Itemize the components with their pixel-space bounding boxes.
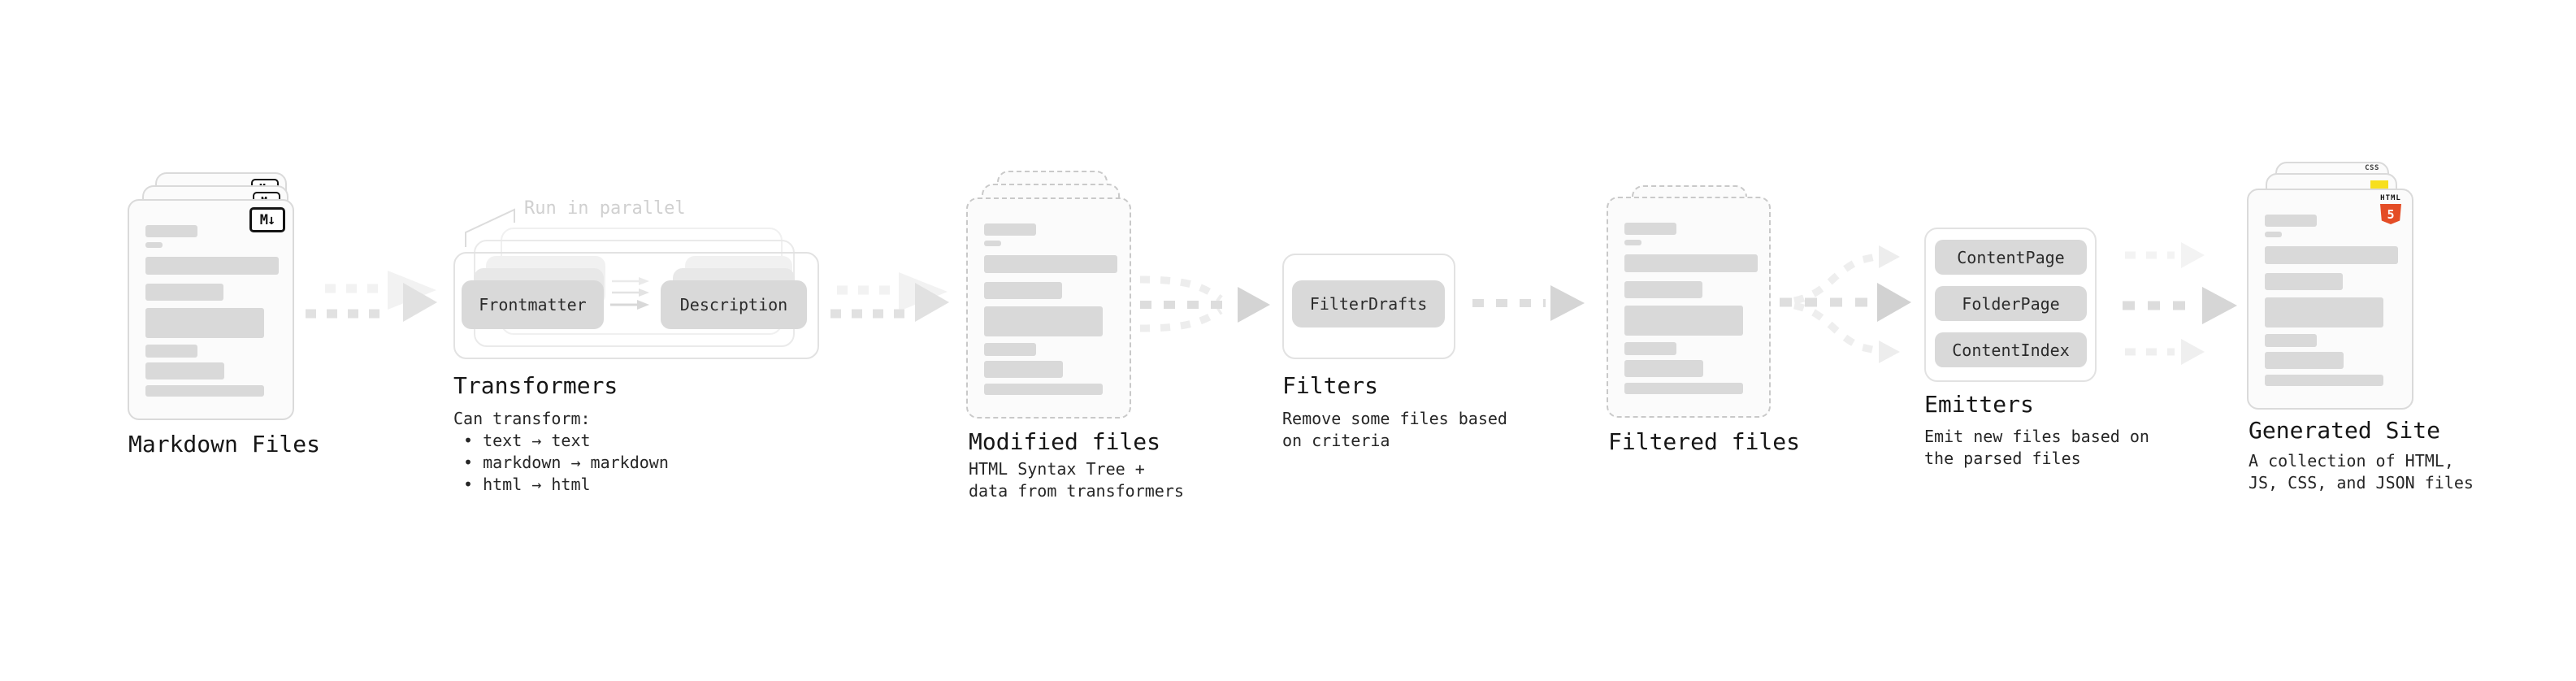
bullet-item: • text → text <box>463 431 591 450</box>
filters-box <box>1282 254 1455 359</box>
arrow-markdown-to-transformers <box>306 271 437 322</box>
stage-title-markdown-files: Markdown Files <box>128 431 321 458</box>
emitters-desc: Emit new files based on the parsed files <box>1924 427 2149 468</box>
transformers-desc-heading: Can transform: <box>453 409 591 428</box>
doc-placeholder-bars <box>1624 223 1758 394</box>
markdown-icon-label: M↓ <box>259 211 276 228</box>
transformers-bullet-list: • text → text • markdown → markdown • ht… <box>463 430 669 496</box>
markdown-file-card: M↓ <box>128 199 294 420</box>
filters-desc: Remove some files based on criteria <box>1282 409 1507 450</box>
doc-placeholder-bars <box>984 223 1117 395</box>
filtered-file-card <box>1607 197 1771 418</box>
css-icon-label: CSS <box>2365 164 2379 172</box>
stage-title-transformers: Transformers <box>453 372 618 399</box>
stage-title-filters: Filters <box>1282 372 1379 399</box>
arrow-emitters-to-generated <box>2123 242 2237 365</box>
html5-icon-shield: 5 <box>2380 204 2401 224</box>
generated-site-desc: A collection of HTML, JS, CSS, and JSON … <box>2249 451 2474 492</box>
transformer-pill-frontmatter: Frontmatter <box>462 280 604 329</box>
transformer-step-arrows <box>610 277 649 310</box>
html5-icon: HTML 5 <box>2379 194 2402 224</box>
arrow-modified-to-filters <box>1139 275 1270 332</box>
bullet-item: • markdown → markdown <box>463 453 669 472</box>
emitter-pill-contentindex: ContentIndex <box>1935 332 2087 367</box>
stage-title-filtered-files: Filtered files <box>1608 428 1801 455</box>
annotation-leader-line <box>465 208 515 247</box>
html5-icon-label: HTML <box>2380 194 2401 202</box>
doc-placeholder-bars <box>145 225 279 397</box>
transformers-box <box>453 252 819 359</box>
js-icon <box>2370 180 2388 189</box>
doc-placeholder-bars <box>2265 215 2398 386</box>
arrow-transformers-to-modified <box>830 272 949 322</box>
html5-icon-number: 5 <box>2387 206 2395 222</box>
modified-file-card <box>966 197 1131 419</box>
markdown-icon: M↓ <box>249 207 285 232</box>
stage-title-generated-site: Generated Site <box>2249 417 2441 444</box>
emitter-pill-folderpage: FolderPage <box>1935 286 2087 321</box>
run-in-parallel-annotation: Run in parallel <box>524 198 686 219</box>
bullet-item: • html → html <box>463 475 591 494</box>
stage-title-modified-files: Modified files <box>969 428 1161 455</box>
stage-title-emitters: Emitters <box>1924 391 2034 418</box>
modified-files-desc: HTML Syntax Tree + data from transformer… <box>969 459 1184 501</box>
arrow-filtered-to-emitters <box>1780 245 1911 363</box>
arrow-filters-to-filtered <box>1472 285 1585 321</box>
html-file-card: HTML 5 <box>2247 189 2413 410</box>
transformer-pill-description: Description <box>661 280 807 329</box>
filter-pill-filterdrafts: FilterDrafts <box>1292 280 1445 327</box>
emitter-pill-contentpage: ContentPage <box>1935 240 2087 275</box>
emitters-box <box>1924 228 2097 382</box>
